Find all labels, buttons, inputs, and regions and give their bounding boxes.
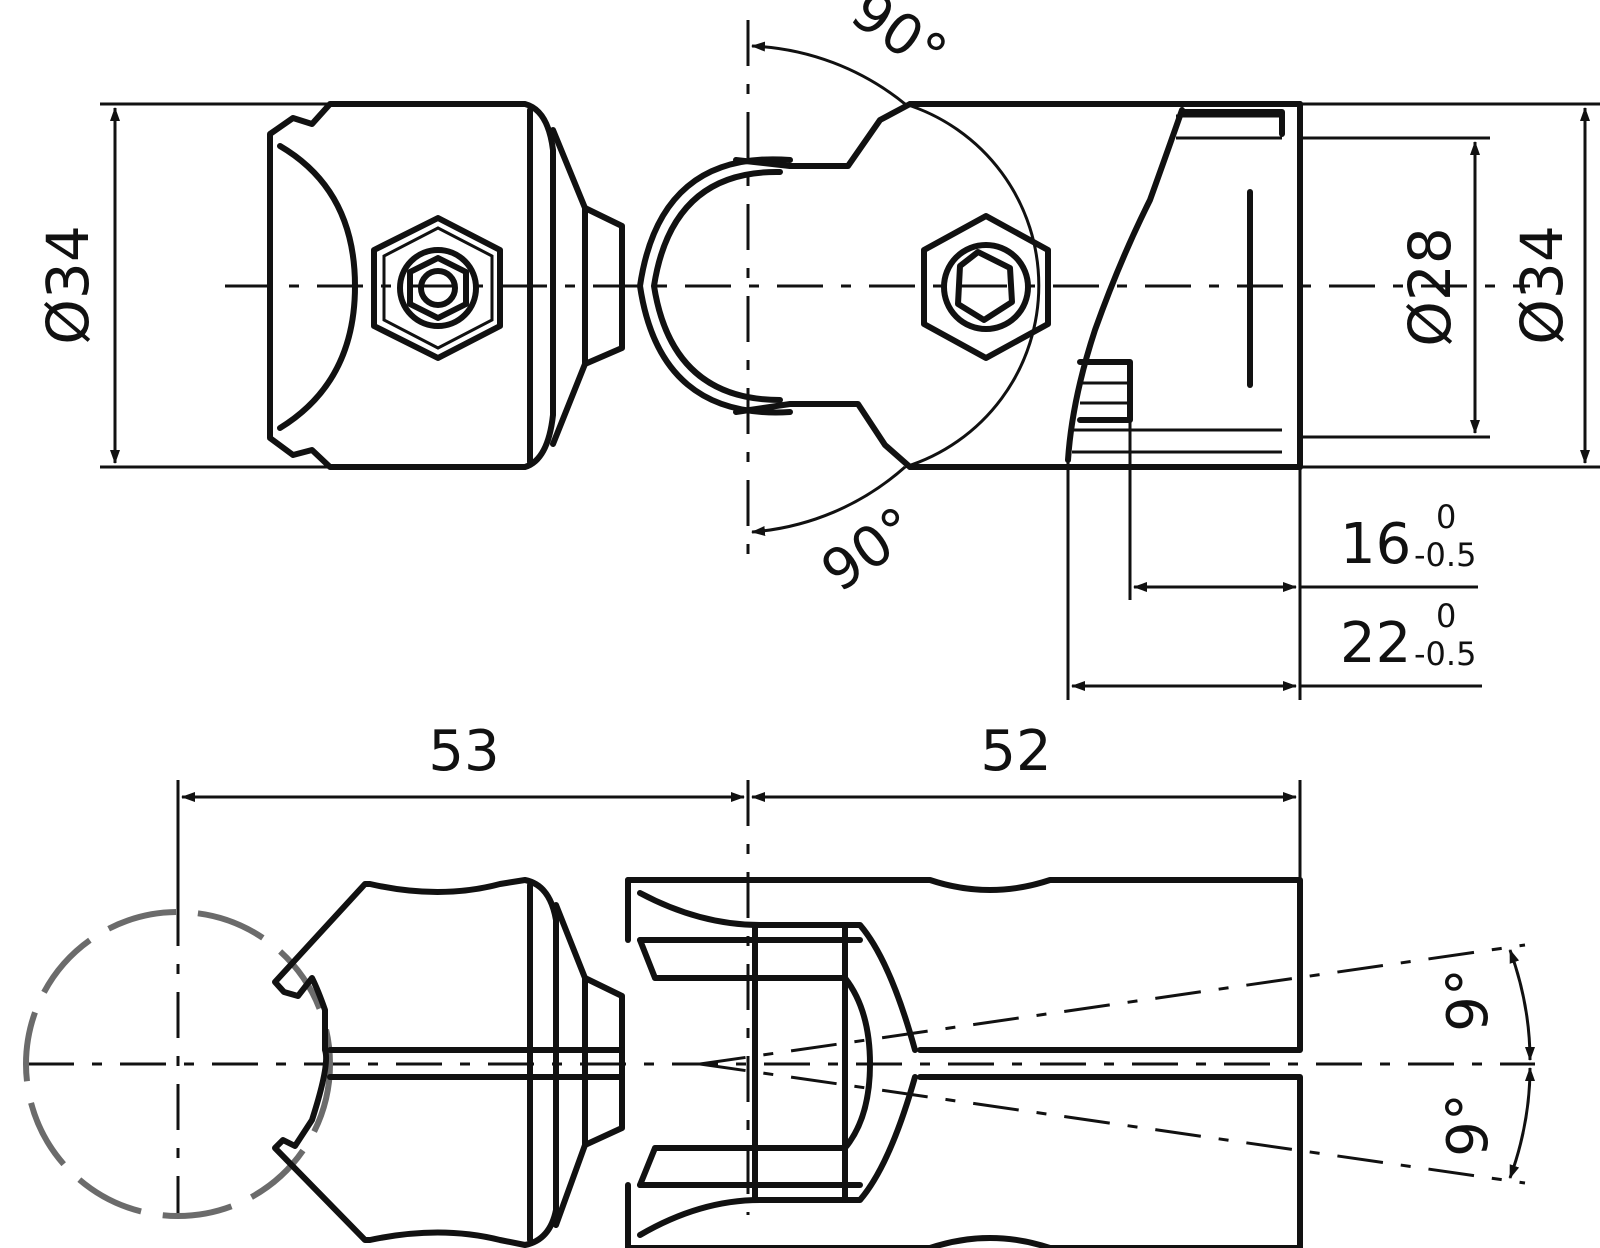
dim-depth-22-value: 22: [1340, 611, 1411, 676]
dim-left-dia-label: Ø34: [34, 225, 102, 344]
dim-tilt: 9° 9°: [1436, 949, 1535, 1179]
left-hex-nut: [371, 215, 503, 361]
rotation-envelope-circle: [23, 909, 333, 1219]
right-socket-tube: [907, 101, 1303, 470]
dim-length-right-label: 52: [980, 719, 1051, 784]
tilt-line-down: [699, 1062, 1526, 1185]
dim-angle-bottom: 90°: [751, 465, 929, 605]
dim-left-dia: Ø34: [34, 102, 330, 469]
left-clamp-side: [272, 877, 625, 1248]
dim-depth-16: 16 0 -0.5: [1128, 420, 1478, 700]
right-hex-nut: [921, 213, 1051, 361]
ball-joint: [637, 101, 1041, 470]
top-view: Ø34 Ø34 Ø28 90° 90°: [34, 0, 1600, 700]
dim-right-dia-outer-label: Ø34: [1508, 225, 1576, 344]
left-clamp-body: [267, 101, 625, 470]
dim-depth-22-lower: -0.5: [1414, 635, 1476, 673]
dim-tilt-down-label: 9°: [1436, 1093, 1501, 1157]
right-tube-side: [625, 877, 1303, 1248]
dim-length-left-label: 53: [428, 719, 499, 784]
dim-depth-22-upper: 0: [1436, 597, 1456, 635]
dim-right-dia-inner: Ø28: [1300, 136, 1490, 439]
dim-depth-16-lower: -0.5: [1414, 536, 1476, 574]
bottom-view: 53 52 9° 9°: [23, 719, 1535, 1248]
tilt-line-up: [699, 943, 1526, 1066]
dim-right-dia-outer: Ø34: [1300, 102, 1600, 469]
dim-angle-bottom-label: 90°: [810, 495, 929, 605]
dim-tilt-up-label: 9°: [1436, 968, 1501, 1032]
dim-angle-top: 90°: [751, 0, 958, 106]
dim-length: 53 52: [176, 719, 1302, 900]
dim-depth-16-value: 16: [1340, 512, 1411, 577]
dim-right-dia-inner-label: Ø28: [1396, 227, 1464, 346]
dim-depth-22: 22 0 -0.5: [1066, 460, 1482, 700]
dim-depth-16-upper: 0: [1436, 498, 1456, 536]
